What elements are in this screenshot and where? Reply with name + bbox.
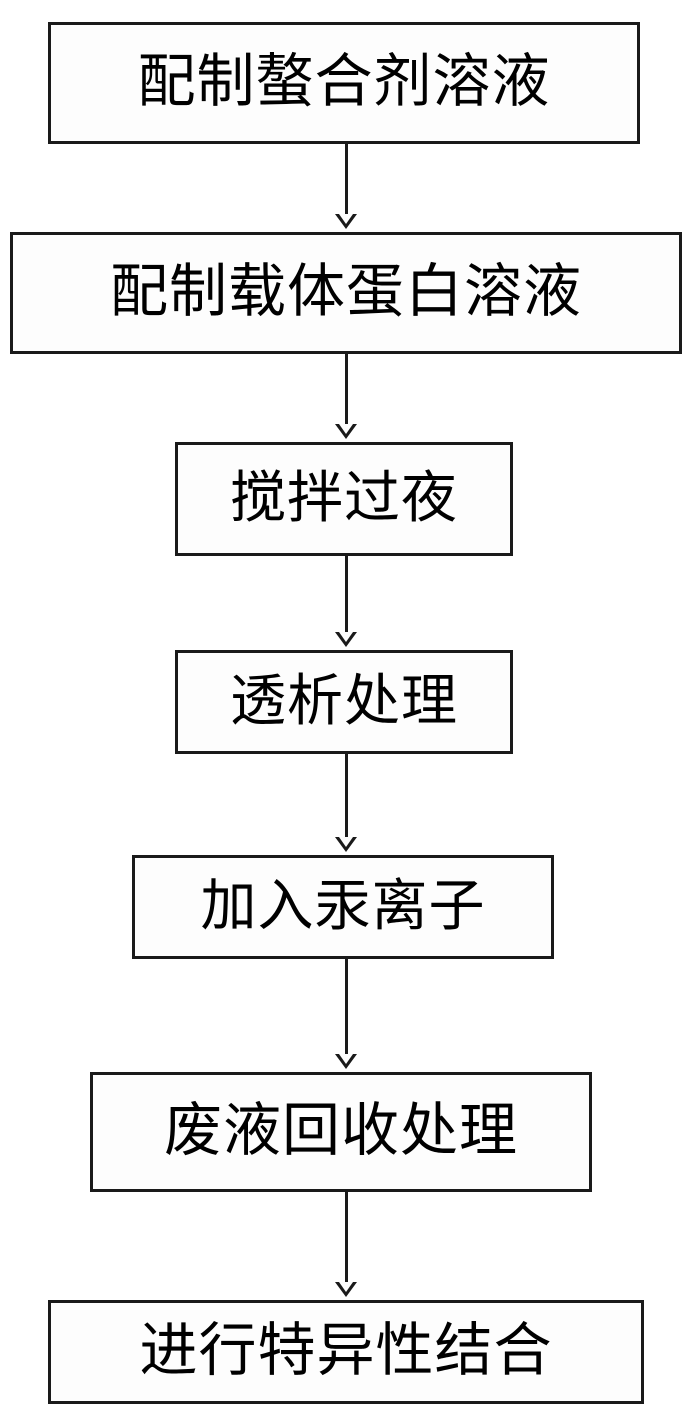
flow-connector-5 <box>345 959 348 1056</box>
flow-node-label: 进行特异性结合 <box>139 1318 553 1383</box>
flow-node-step7: 进行特异性结合 <box>48 1300 644 1404</box>
flow-connector-1 <box>345 144 348 216</box>
arrowhead-inner <box>339 424 353 434</box>
flow-node-step1: 配制螯合剂溶液 <box>48 22 640 144</box>
flow-node-step2: 配制载体蛋白溶液 <box>10 232 682 354</box>
flow-node-step4: 透析处理 <box>175 650 513 754</box>
flow-node-label: 配制载体蛋白溶液 <box>109 259 582 324</box>
arrowhead-inner <box>339 632 353 642</box>
flow-node-step6: 废液回收处理 <box>90 1072 592 1192</box>
flow-node-step3: 搅拌过夜 <box>175 442 513 556</box>
arrowhead-inner <box>339 837 353 847</box>
flow-connector-6 <box>345 1192 348 1284</box>
flow-connector-3 <box>345 556 348 634</box>
flow-node-label: 透析处理 <box>230 669 458 732</box>
flow-connector-4 <box>345 754 348 839</box>
flow-node-label: 配制螯合剂溶液 <box>137 49 551 114</box>
flow-node-label: 搅拌过夜 <box>230 466 458 529</box>
arrowhead-inner <box>339 1054 353 1064</box>
flow-node-label: 加入汞离子 <box>200 874 486 937</box>
flow-connector-2 <box>345 354 348 426</box>
arrowhead-inner <box>339 1282 353 1292</box>
flow-node-label: 废液回收处理 <box>163 1098 518 1163</box>
flow-node-step5: 加入汞离子 <box>132 855 554 959</box>
arrowhead-inner <box>339 214 353 224</box>
